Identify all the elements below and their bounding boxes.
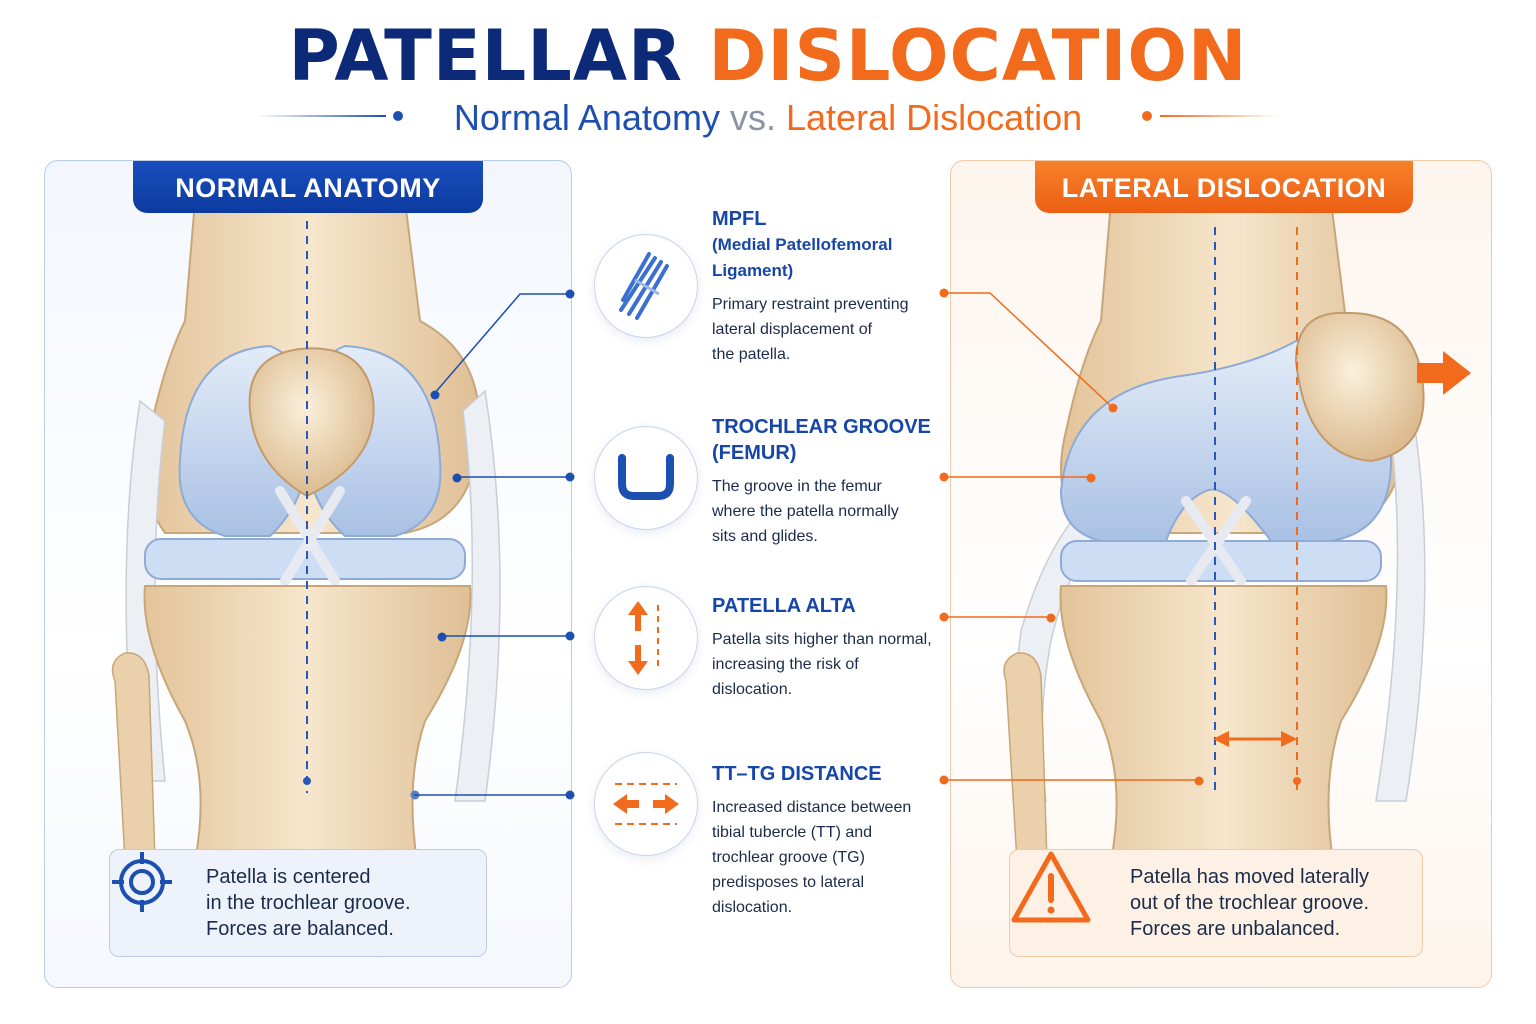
feature-subtitle-line: (Medial Patellofemoral [712,235,893,254]
feature-desc-line: Primary restraint preventing [712,296,909,313]
distance-arrows-icon [594,752,698,856]
feature-mpfl: MPFL (Medial Patellofemoral Ligament) Pr… [712,206,942,367]
feature-desc-line: Increased distance between [712,799,912,816]
title-part-2: DISLOCATION [708,15,1248,97]
normal-anatomy-note-text: Patella is centered in the trochlear gro… [206,864,411,942]
feature-title-line: TROCHLEAR GROOVE [712,416,931,438]
subtitle-normal: Normal Anatomy [453,97,720,138]
feature-title: TT–TG DISTANCE [712,761,942,787]
feature-desc-line: increasing the risk of [712,656,859,673]
feature-description: The groove in the femur where the patell… [712,474,942,549]
feature-desc-line: sits and glides. [712,528,818,545]
feature-desc-line: where the patella normally [712,503,899,520]
feature-trochlear-groove: TROCHLEAR GROOVE (FEMUR) The groove in t… [712,414,942,549]
feature-tt-tg-distance: TT–TG DISTANCE Increased distance betwee… [712,761,942,920]
lateral-dislocation-badge: LATERAL DISLOCATION [1035,161,1413,213]
feature-patella-alta: PATELLA ALTA Patella sits higher than no… [712,593,942,702]
normal-anatomy-note: Patella is centered in the trochlear gro… [109,849,487,957]
feature-title: MPFL [712,206,942,232]
lateral-dislocation-panel: LATERAL DISLOCATION Patella has moved la… [950,160,1492,988]
subtitle-lateral: Lateral Dislocation [786,97,1083,138]
feature-title-line: TT–TG DISTANCE [712,763,882,785]
normal-knee-illustration [111,200,501,862]
normal-anatomy-panel: NORMAL ANATOMY Patella is centered in th… [44,160,572,988]
note-line: Forces are unbalanced. [1130,918,1341,940]
note-line: Patella is centered [206,866,371,888]
feature-description: Patella sits higher than normal, increas… [712,627,942,702]
title-part-1: PATELLAR [288,15,683,97]
feature-desc-line: The groove in the femur [712,478,882,495]
feature-title: TROCHLEAR GROOVE (FEMUR) [712,414,942,466]
page-title: PATELLAR DISLOCATION [0,14,1536,98]
feature-title-line: MPFL [712,208,767,230]
feature-subtitle: (Medial Patellofemoral Ligament) [712,232,942,284]
feature-desc-line: dislocation. [712,681,793,698]
up-down-arrows-icon [594,586,698,690]
subtitle-dot-right [1142,111,1152,121]
note-line: Patella has moved laterally [1130,866,1370,888]
subtitle-dot-left [393,111,403,121]
feature-title: PATELLA ALTA [712,593,942,619]
lateral-dislocation-note-text: Patella has moved laterally out of the t… [1130,864,1369,942]
feature-desc-line: lateral displacement of [712,321,873,338]
feature-desc-line: predisposes to lateral [712,874,865,891]
groove-icon [594,426,698,530]
feature-title-line: (FEMUR) [712,442,797,464]
normal-anatomy-badge: NORMAL ANATOMY [133,161,483,213]
feature-desc-line: the patella. [712,346,791,363]
note-line: Forces are balanced. [206,918,394,940]
lateral-dislocation-note: Patella has moved laterally out of the t… [1009,849,1423,957]
subtitle-vs: vs. [729,97,776,138]
note-line: in the trochlear groove. [206,892,411,914]
subtitle-rule-left [256,115,386,117]
feature-description: Increased distance between tibial tuberc… [712,795,942,920]
feature-description: Primary restraint preventing lateral dis… [712,292,942,367]
feature-desc-line: trochlear groove (TG) [712,849,865,866]
feature-subtitle-line: Ligament) [712,261,794,280]
dislocated-knee-illustration [1003,200,1471,862]
ligament-icon [594,234,698,338]
page-subtitle: Normal Anatomy vs. Lateral Dislocation [0,96,1536,140]
feature-desc-line: tibial tubercle (TT) and [712,824,873,841]
feature-desc-line: dislocation. [712,899,793,916]
feature-title-line: PATELLA ALTA [712,595,856,617]
feature-desc-line: Patella sits higher than normal, [712,631,932,648]
note-line: out of the trochlear groove. [1130,892,1370,914]
subtitle-rule-right [1160,115,1280,117]
